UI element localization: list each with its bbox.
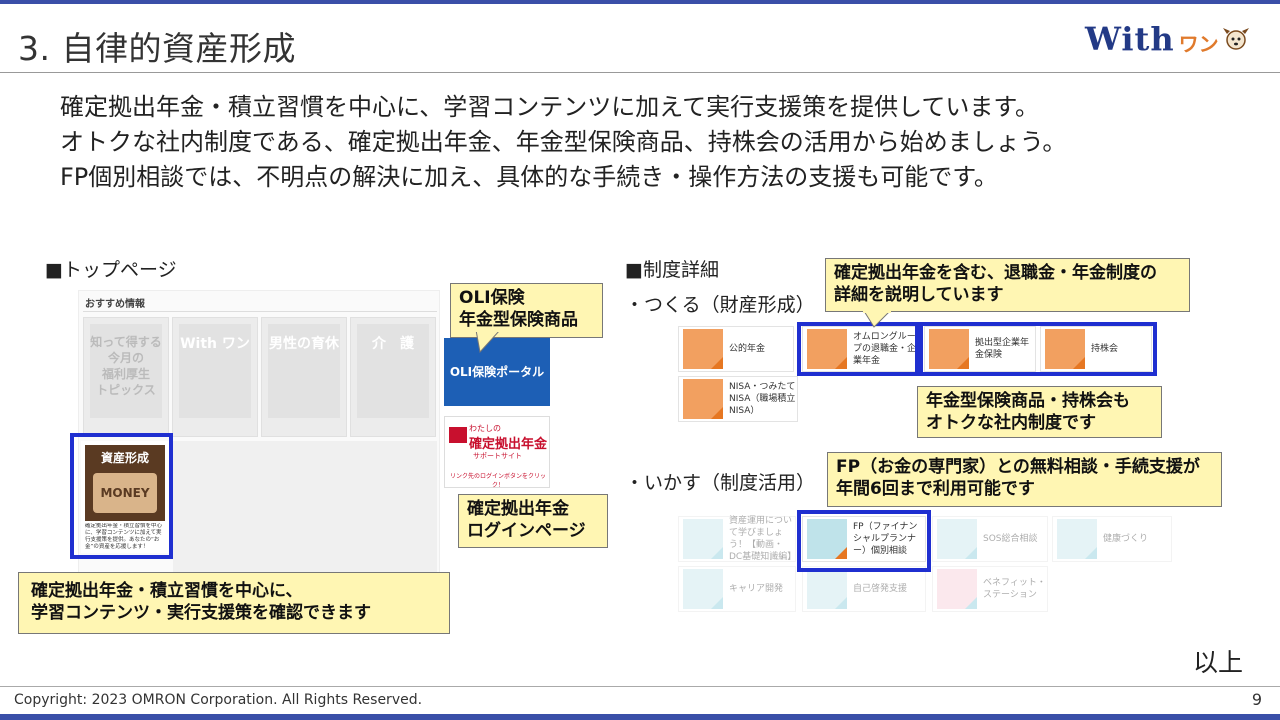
oli-portal-banner[interactable]: OLI保険ポータル (444, 338, 550, 406)
dc-support-site-banner[interactable]: わたしの 確定拠出年金 サポートサイト リンク先のログインボタンをクリック！ (444, 416, 550, 489)
cube-logo-icon (449, 427, 467, 443)
money-blocks-image: MONEY (93, 473, 157, 513)
highlight-asset-tile (70, 433, 173, 559)
nisa-icon (683, 379, 723, 419)
service-tile-pension-insurance[interactable]: 拠出型企業年金保険 (924, 326, 1036, 372)
callout-pointer (475, 330, 501, 354)
recommend-heading: おすすめ情報 (85, 299, 145, 310)
recommend-tile[interactable]: With ワン (172, 317, 258, 437)
footer-divider (0, 686, 1280, 687)
callout-fp-consult: FP（お金の専門家）との無料相談・手続支援が 年間6回まで利用可能です (827, 452, 1222, 507)
highlight-insurance-stock (919, 322, 1157, 376)
service-tile-self-dev[interactable]: 自己啓発支援 (802, 566, 926, 612)
page-number: 9 (1251, 690, 1262, 709)
top-page-heading: ■トップページ (45, 259, 177, 281)
service-tile-benefit[interactable]: ベネフィット・ステーション (932, 566, 1048, 612)
service-tile-sos[interactable]: SOS総合相談 (932, 516, 1048, 562)
hands-heart-icon (929, 329, 969, 369)
study-icon (683, 519, 723, 559)
with-wan-logo: With ワン (1085, 20, 1251, 58)
asset-tile-title: 資産形成 (100, 451, 149, 465)
ikasu-label: ・いかす（制度活用） (625, 472, 816, 494)
service-tile-fp-consult[interactable]: FP（ファイナンシャルプランナー）個別相談 (802, 516, 926, 562)
pension-icon (683, 329, 723, 369)
intro-line: オトクな社内制度である、確定拠出年金、年金型保険商品、持株会の活用から始めましょ… (60, 128, 1067, 156)
logo-wan-text: ワン (1178, 31, 1219, 56)
benefit-icon (937, 569, 977, 609)
service-tile-retirement[interactable]: オムロングループの退職金・企業年金 (802, 326, 918, 372)
callout-dc-login: 確定拠出年金 ログインページ (458, 494, 608, 548)
highlight-fp-consult (797, 510, 931, 572)
system-details-heading: ■制度詳細 (625, 259, 719, 281)
callout-retirement-pension: 確定拠出年金を含む、退職金・年金制度の 詳細を説明しています (825, 258, 1190, 312)
highlight-retirement (797, 322, 919, 376)
callout-pointer (863, 311, 891, 328)
intro-line: FP個別相談では、不明点の解決に加え、具体的な手続き・操作方法の支援も可能です。 (60, 163, 998, 191)
slide-title: 3. 自律的資産形成 (18, 29, 296, 68)
recommend-tile[interactable]: 男性の育休 (261, 317, 347, 437)
self-dev-icon (807, 569, 847, 609)
health-icon (1057, 519, 1097, 559)
bottom-accent-bar (0, 714, 1280, 720)
service-tile-career[interactable]: キャリア開発 (678, 566, 796, 612)
people-icon (1045, 329, 1085, 369)
recommend-tile[interactable]: 知って得する 今月の 福利厚生 トピックス (83, 317, 169, 437)
recommend-tile[interactable]: 介 護 (350, 317, 436, 437)
intro-text: 確定拠出年金・積立習慣を中心に、学習コンテンツに加えて実行支援策を提供しています… (60, 90, 1066, 195)
service-tile-health[interactable]: 健康づくり (1052, 516, 1172, 562)
building-icon (807, 329, 847, 369)
intro-line: 確定拠出年金・積立習慣を中心に、学習コンテンツに加えて実行支援策を提供しています… (60, 93, 1039, 121)
tsukuru-label: ・つくる（財産形成） (625, 294, 815, 316)
top-accent-bar (0, 0, 1280, 4)
closing-text: 以上 (1193, 648, 1244, 677)
career-icon (683, 569, 723, 609)
service-tile-study[interactable]: 資産運用について学びましょう！【動画・DC基礎知識編】 (678, 516, 796, 562)
title-divider (0, 72, 1280, 73)
callout-insurance-stock: 年金型保険商品・持株会も オトクな社内制度です (917, 386, 1162, 438)
copyright-text: Copyright: 2023 OMRON Corporation. All R… (14, 692, 423, 708)
callout-asset-formation: 確定拠出年金・積立習慣を中心に、 学習コンテンツ・実行支援策を確認できます (18, 572, 450, 634)
service-tile-stock-ownership[interactable]: 持株会 (1040, 326, 1152, 372)
asset-formation-tile[interactable]: 資産形成 MONEY 確定拠出年金・積立習慣を中心に、学習コンテンツに加えて実行… (81, 441, 169, 553)
sos-icon (937, 519, 977, 559)
service-tile-public-pension[interactable]: 公的年金 (678, 326, 794, 372)
service-tile-nisa[interactable]: NISA・つみたてNISA（職場積立NISA） (678, 376, 798, 422)
consult-icon (807, 519, 847, 559)
dog-icon (1222, 28, 1249, 50)
callout-oli-insurance: OLI保険 年金型保険商品 (450, 283, 603, 338)
logo-with-text: With (1085, 20, 1175, 58)
asset-tile-description: 確定拠出年金・積立習慣を中心に、学習コンテンツに加えて実行支援策を提供。あなたの… (85, 523, 163, 550)
